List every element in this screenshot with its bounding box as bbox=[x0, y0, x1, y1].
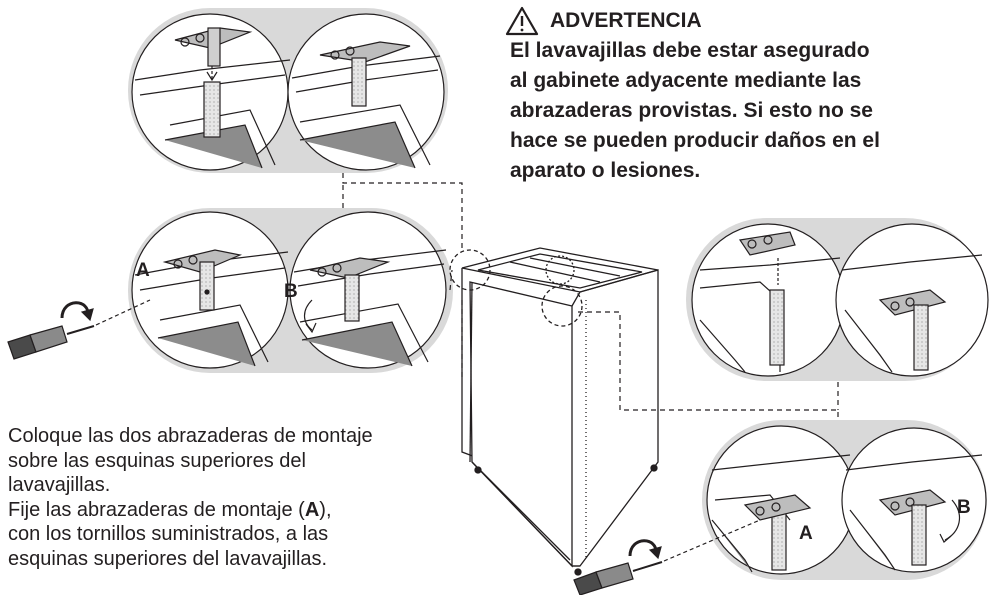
detail-panel-top-left bbox=[128, 8, 448, 173]
label-left-a: A bbox=[136, 260, 150, 281]
leader-lines bbox=[342, 173, 839, 420]
instruction-text: ), bbox=[319, 498, 332, 521]
detail-panel-middle-left: A B bbox=[128, 208, 453, 373]
dishwasher-illustration bbox=[449, 247, 659, 576]
label-right-a: A bbox=[799, 523, 813, 544]
screwdriver-icon bbox=[7, 299, 151, 360]
label-right-b: B bbox=[957, 497, 971, 518]
instruction-line: lavavajillas. bbox=[8, 474, 111, 496]
warning-block: ADVERTENCIA El lavavajillas debe estar a… bbox=[510, 6, 980, 186]
warning-text: El lavavajillas debe estar asegurado al … bbox=[510, 36, 980, 186]
warning-line: al gabinete adyacente mediante las bbox=[510, 69, 862, 92]
warning-line: abrazaderas provistas. Si esto no se bbox=[510, 99, 873, 122]
detail-panel-bottom-right: A B bbox=[702, 420, 987, 580]
detail-panel-top-right bbox=[686, 218, 989, 381]
instruction-text: Fije las abrazaderas de montaje ( bbox=[8, 498, 305, 521]
screwdriver-icon bbox=[573, 519, 761, 595]
instruction-line: Fije las abrazaderas de montaje (A), bbox=[8, 498, 468, 523]
instruction-line: Coloque las dos abrazaderas de montaje bbox=[8, 425, 373, 447]
warning-triangle-icon bbox=[505, 6, 539, 36]
warning-line: aparato o lesiones. bbox=[510, 159, 701, 182]
instructions-text: Coloque las dos abrazaderas de montaje s… bbox=[8, 424, 468, 571]
instruction-line: sobre las esquinas superiores del bbox=[8, 449, 306, 472]
warning-line: hace se pueden producir daños en el bbox=[510, 129, 880, 152]
instruction-line: esquinas superiores del lavavajillas. bbox=[8, 547, 328, 570]
warning-title: ADVERTENCIA bbox=[550, 9, 702, 32]
warning-heading: ADVERTENCIA bbox=[510, 6, 980, 36]
label-left-b: B bbox=[284, 281, 298, 302]
instruction-line: con los tornillos suministrados, a las bbox=[8, 523, 329, 545]
warning-line: El lavavajillas debe estar asegurado bbox=[510, 39, 870, 62]
instruction-label-a: A bbox=[304, 498, 320, 521]
warning-icon-spacer bbox=[510, 6, 544, 36]
